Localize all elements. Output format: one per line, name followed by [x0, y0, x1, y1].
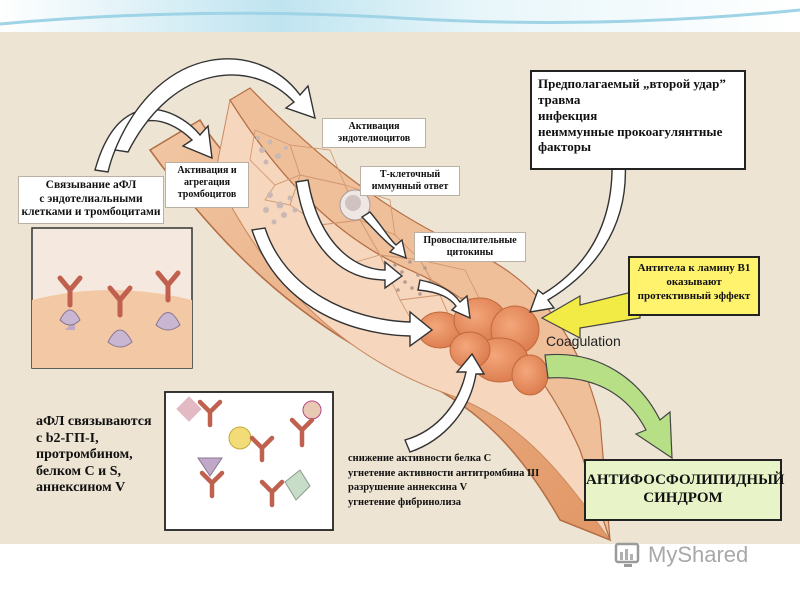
- inset-antibody-cells: [31, 227, 193, 369]
- lamin-antibodies-box: Антитела к ламину В1 оказывают протектив…: [628, 256, 760, 316]
- platelet-activation-label: Активация и агрегация тромбоцитов: [165, 162, 249, 208]
- lamin-line-2: оказывают: [666, 275, 722, 288]
- arrow-lamin-protective: [540, 289, 641, 339]
- effect-line-1: снижение активности белка С: [348, 453, 492, 464]
- platelet-dots: [256, 136, 298, 225]
- apl-binding-text: аФЛ связываются с b2-ГП-I, протромбином,…: [36, 414, 152, 497]
- binding-line-1: Связывание аФЛ: [45, 179, 137, 191]
- apl-line-1: аФЛ связываются: [36, 414, 152, 429]
- platelet-line-2: агрегация: [183, 176, 230, 188]
- syndrome-line-2: СИНДРОМ: [643, 490, 723, 507]
- arrow-effects-to-clot: [404, 352, 486, 453]
- arrow-platelets-to-clot: [251, 227, 434, 348]
- apl-line-2: с b2-ГП-I,: [36, 430, 99, 446]
- second-hit-line-4: неиммунные прокоагулянтные: [538, 123, 723, 139]
- second-hit-line-3: инфекция: [538, 107, 598, 123]
- phospholipid-icon: [259, 469, 311, 508]
- antibody-icon: [107, 285, 133, 348]
- arrow-tcell-to-cytokines: [360, 211, 407, 260]
- arrow-endothelium-to-cytokines: [295, 179, 404, 290]
- inset-phospholipid-proteins: [164, 391, 334, 531]
- coagulation-label: Coagulation: [546, 333, 621, 349]
- second-hit-line-1: Предполагаемый „второй удар”: [538, 76, 726, 91]
- endothelial-line-1: Активация: [348, 121, 400, 132]
- arrow-cytokines-to-clot: [417, 279, 471, 320]
- antibody-icon: [57, 275, 83, 330]
- apl-line-3: протромбином,: [36, 447, 133, 463]
- watermark-text: MyShared: [648, 542, 749, 567]
- binding-line-2: с эндотелиальными: [39, 192, 143, 205]
- cytokines-label: Провоспалительные цитокины: [414, 232, 526, 262]
- t-cell: [339, 189, 371, 221]
- arrow-second-hit-to-clot: [528, 159, 627, 313]
- syndrome-box: АНТИФОСФОЛИПИДНЫЙ СИНДРОМ: [584, 459, 785, 521]
- watermark-logo-icon: [614, 542, 640, 567]
- process-arrows: [94, 58, 627, 453]
- cytokine-dots: [393, 260, 432, 296]
- endothelial-line-2: эндотелиоцитов: [337, 132, 411, 144]
- second-hit-line-5: факторы: [538, 139, 592, 155]
- top-wave-band: [0, 0, 800, 32]
- phospholipid-icon: [176, 396, 223, 428]
- syndrome-line-1: АНТИФОСФОЛИПИДНЫЙ: [586, 472, 785, 488]
- endothelial-activation-label: Активация эндотелиоцитов: [322, 118, 426, 148]
- lamin-line-3: протективный эффект: [637, 289, 751, 302]
- cytokines-line-2: цитокины: [446, 246, 494, 258]
- antibody-icon: [155, 270, 181, 331]
- phospholipid-icon: [197, 457, 225, 499]
- effect-line-2: угнетение активности антитромбина III: [348, 467, 540, 479]
- phospholipid-icon: [289, 400, 322, 448]
- arrow-binding-to-endothelium: [114, 58, 316, 153]
- cytokines-line-1: Провоспалительные: [423, 235, 517, 246]
- platelet-line-1: Активация и: [177, 165, 237, 176]
- footer-area: [0, 544, 800, 600]
- binding-line-3: клетками и тромбоцитами: [21, 206, 161, 219]
- apl-line-5: аннексином V: [36, 480, 126, 496]
- coagulation-effects-list: снижение активности белка С угнетение ак…: [348, 452, 539, 511]
- second-hit-line-2: травма: [538, 91, 581, 107]
- tcell-line-1: Т-клеточный: [379, 169, 441, 180]
- binding-label: Связывание аФЛ с эндотелиальными клеткам…: [18, 176, 164, 224]
- effect-line-4: угнетение фибринолиза: [348, 497, 461, 509]
- arrow-to-syndrome: [544, 353, 673, 460]
- phospholipid-icon: [228, 426, 275, 463]
- t-cell-response-label: Т-клеточный иммунный ответ: [360, 166, 460, 196]
- platelet-line-3: тромбоцитов: [177, 188, 237, 200]
- tcell-line-2: иммунный ответ: [371, 180, 449, 192]
- apl-line-4: белком С и S,: [36, 463, 121, 479]
- lamin-line-1: Антитела к ламину В1: [637, 262, 751, 274]
- second-hit-box: Предполагаемый „второй удар” травма инфе…: [530, 70, 746, 170]
- watermark-logo: MyShared: [612, 538, 772, 572]
- effect-line-3: разрушение аннексина V: [348, 482, 468, 494]
